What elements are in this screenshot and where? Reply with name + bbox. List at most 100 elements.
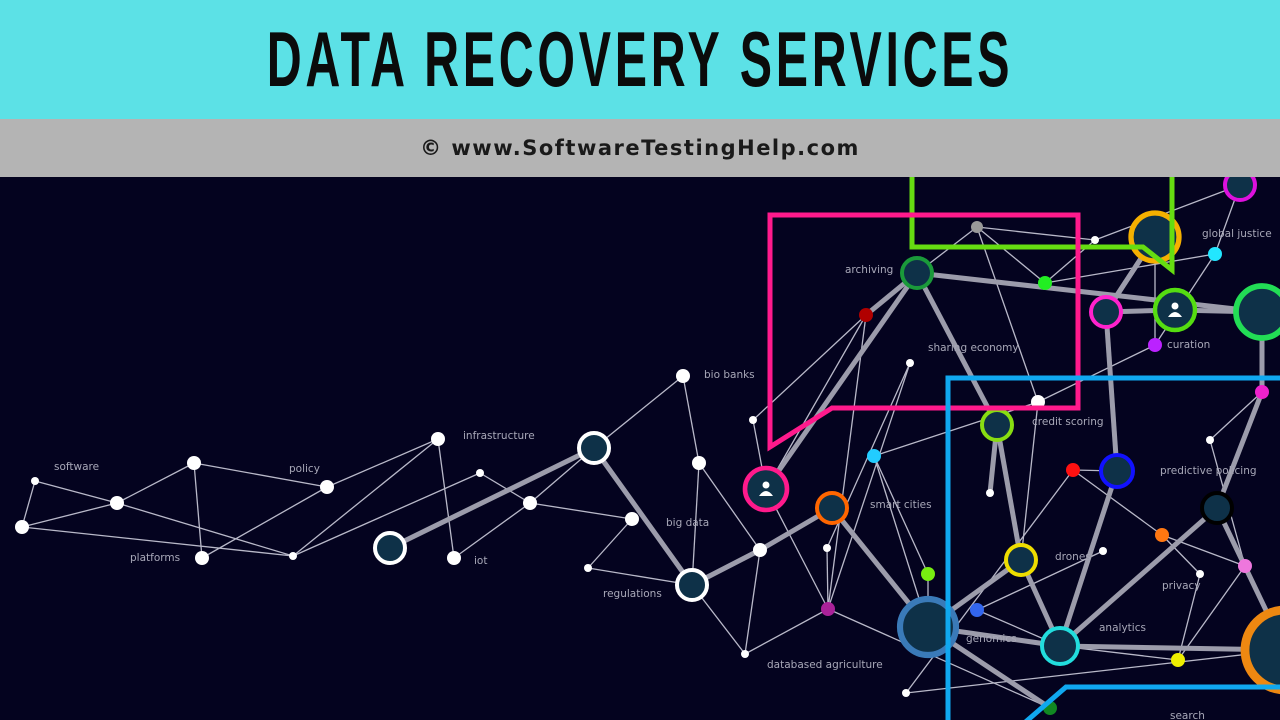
network-node xyxy=(15,520,29,534)
network-edge xyxy=(698,462,761,551)
network-edge xyxy=(21,502,118,528)
label-predictive-policing: predictive policing xyxy=(1160,465,1257,477)
network-edge xyxy=(744,549,761,655)
network-node xyxy=(821,602,835,616)
network-edge xyxy=(1161,534,1246,567)
network-node xyxy=(431,432,445,446)
network-edge xyxy=(1037,344,1156,403)
green-frame xyxy=(909,177,1175,276)
label-bio-banks: bio banks xyxy=(704,369,755,381)
network-node xyxy=(906,359,914,367)
label-sharing-economy: sharing economy xyxy=(928,342,1019,354)
network-edge xyxy=(976,550,1104,611)
label-regulations: regulations xyxy=(603,588,662,600)
label-software: software xyxy=(54,461,99,473)
network-node xyxy=(1152,287,1198,333)
network-node xyxy=(523,496,537,510)
network-node xyxy=(577,431,611,465)
label-policy: policy xyxy=(289,463,320,475)
network-node xyxy=(971,221,983,233)
network-node xyxy=(1040,626,1080,666)
network-node xyxy=(742,465,790,513)
network-node xyxy=(692,456,706,470)
network-edge xyxy=(1020,401,1039,561)
network-edge xyxy=(479,472,531,504)
title-banner: DATA RECOVERY SERVICES xyxy=(0,0,1280,119)
label-global-justice: global justice xyxy=(1202,228,1272,240)
network-node xyxy=(476,469,484,477)
network-edge xyxy=(826,547,829,610)
network-node xyxy=(1099,547,1107,555)
network-edge xyxy=(1161,534,1201,575)
network-edge xyxy=(591,446,695,587)
network-node xyxy=(1196,570,1204,578)
network-node xyxy=(1091,236,1099,244)
network-edge xyxy=(827,314,867,610)
network-edge xyxy=(34,480,118,504)
network-edge xyxy=(916,270,1263,315)
label-analytics: analytics xyxy=(1099,622,1146,634)
network-edge xyxy=(1209,391,1263,441)
network-edge xyxy=(587,518,633,569)
network-node xyxy=(896,595,960,659)
network-edge xyxy=(1103,311,1120,472)
network-edge xyxy=(292,472,481,557)
network-node xyxy=(986,489,994,497)
network-node xyxy=(867,449,881,463)
network-edge xyxy=(292,438,439,557)
network-node xyxy=(1255,385,1269,399)
blue-frame xyxy=(945,375,1280,720)
network-node xyxy=(320,480,334,494)
page-title: DATA RECOVERY SERVICES xyxy=(266,15,1014,103)
network-illustration: software platforms policy infrastructure… xyxy=(15,177,1280,720)
network-node xyxy=(1171,653,1185,667)
network-edge xyxy=(1214,391,1265,509)
network-edge xyxy=(587,567,693,586)
network-node xyxy=(902,689,910,697)
person-icon xyxy=(1168,302,1182,317)
network-node xyxy=(1066,463,1080,477)
network-node xyxy=(1200,491,1234,525)
network-edge xyxy=(763,271,920,491)
network-edge xyxy=(193,462,203,559)
network-edge xyxy=(1177,565,1246,661)
copyright-text: © www.SoftwareTestingHelp.com xyxy=(420,136,860,160)
network-node xyxy=(1155,528,1169,542)
network-node xyxy=(823,544,831,552)
network-node xyxy=(625,512,639,526)
network-edge xyxy=(529,502,633,520)
network-node xyxy=(1208,247,1222,261)
network-edge xyxy=(453,502,531,559)
network-edge xyxy=(994,424,1024,561)
network-edge xyxy=(827,608,1051,709)
network-edge xyxy=(1072,469,1163,536)
network-edge xyxy=(326,438,439,488)
network-edge xyxy=(1058,506,1219,648)
network-edge xyxy=(744,608,829,655)
network-node xyxy=(676,369,690,383)
label-platforms: platforms xyxy=(130,552,180,564)
network-edge xyxy=(765,314,867,490)
network-node xyxy=(1206,436,1214,444)
network-node xyxy=(980,408,1014,442)
network-node xyxy=(1099,453,1135,489)
network-node xyxy=(195,551,209,565)
label-databased-agriculture: databased agriculture xyxy=(767,659,883,671)
label-drones: drones xyxy=(1055,551,1091,563)
network-node xyxy=(675,568,709,602)
network-node xyxy=(110,496,124,510)
network-edge xyxy=(976,226,1039,403)
network-node xyxy=(741,650,749,658)
network-edge xyxy=(905,649,1280,694)
label-credit-scoring: credit scoring xyxy=(1032,416,1104,428)
label-big-data: big data xyxy=(666,517,709,529)
network-node xyxy=(289,552,297,560)
network-node xyxy=(447,551,461,565)
person-icon xyxy=(759,481,773,496)
network-node xyxy=(373,531,407,565)
network-edge xyxy=(682,375,700,464)
network-node xyxy=(970,603,984,617)
network-node xyxy=(1038,276,1052,290)
network-edge xyxy=(388,445,596,551)
label-privacy: privacy xyxy=(1162,580,1201,592)
